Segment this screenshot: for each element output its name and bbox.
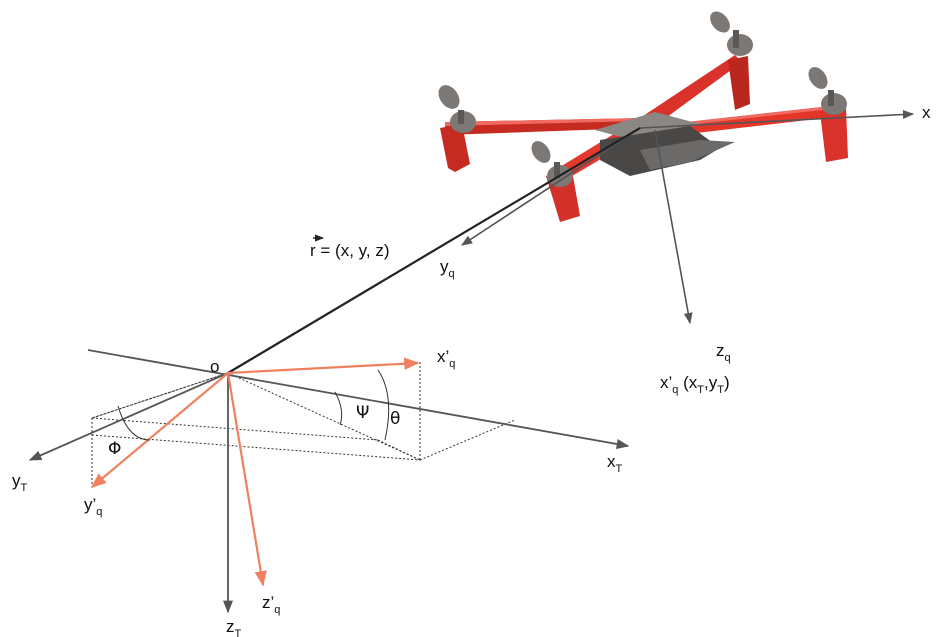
propeller-front-right <box>808 67 847 115</box>
psi-arc <box>334 391 343 426</box>
label-psi: Ψ <box>356 403 369 423</box>
propeller-rear-right <box>710 11 753 56</box>
svg-text:r = (x, y, z): r = (x, y, z) <box>310 241 390 260</box>
label-theta: θ <box>390 409 400 429</box>
yT-axis <box>28 372 229 461</box>
leg-front-right <box>820 108 848 162</box>
phi-arc <box>117 405 151 441</box>
quadrotor <box>438 11 848 222</box>
label-yq: yq <box>440 257 455 280</box>
label-zq-prime: z’q <box>262 593 280 616</box>
projection-guides <box>91 362 516 487</box>
arm-highlight-1 <box>445 118 640 126</box>
leg-rear-left <box>440 124 470 172</box>
zq-prime-axis <box>226 372 267 587</box>
body-x-axis <box>639 110 915 129</box>
xq-prime-axis <box>227 357 420 375</box>
label-yq-prime: y’q <box>84 495 102 518</box>
label-zT: zT <box>226 617 242 637</box>
propeller-rear-left <box>438 85 476 133</box>
arm-front-right <box>660 105 842 137</box>
label-r-vector: r = (x, y, z) <box>310 234 390 260</box>
xT-axis <box>87 349 630 449</box>
label-xq-prime-target: x’q (xT,yT) <box>660 373 730 396</box>
label-x: x <box>922 103 931 122</box>
arm-rear-right <box>640 55 742 128</box>
label-origin: o <box>210 357 219 376</box>
label-yT: yT <box>12 471 28 494</box>
label-phi: Φ <box>108 439 121 459</box>
body-yq-axis <box>461 127 641 246</box>
leg-rear-right <box>728 56 750 110</box>
hub-underside <box>640 140 735 170</box>
label-zq: zq <box>716 341 731 364</box>
propeller-front-left <box>531 141 573 187</box>
yq-prime-axis <box>90 372 229 488</box>
theta-arc <box>377 369 390 441</box>
label-xq-prime: x’q <box>437 347 455 370</box>
body-zq-axis <box>654 129 693 325</box>
label-xT: xT <box>607 452 623 475</box>
arm-highlight-2 <box>660 105 840 128</box>
position-vector-r <box>227 127 641 374</box>
